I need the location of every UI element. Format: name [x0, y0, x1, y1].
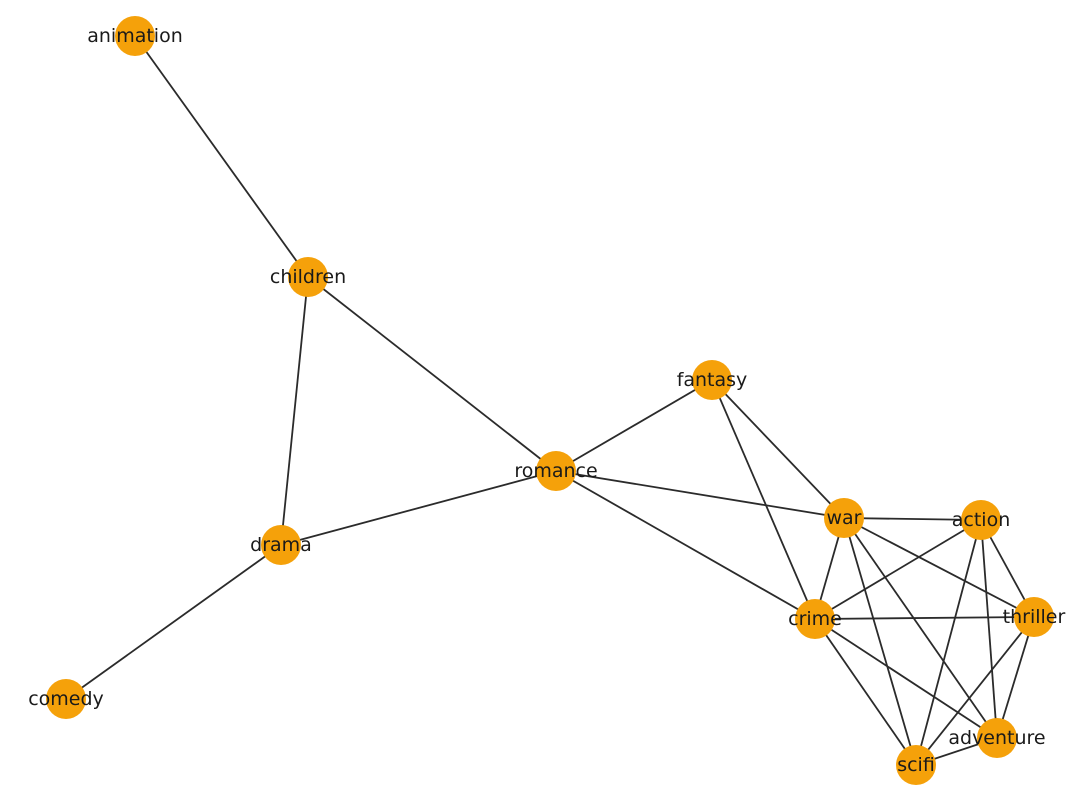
edge-action-scifi [915, 519, 982, 766]
node-action [961, 500, 1001, 540]
edge-war-scifi [843, 517, 917, 766]
node-label-fantasy: fantasy [677, 369, 748, 391]
edges-layer [65, 35, 1035, 766]
edge-war-adventure [843, 517, 998, 739]
node-thriller [1014, 597, 1054, 637]
node-label-children: children [270, 266, 346, 288]
edge-fantasy-crime [711, 379, 816, 620]
node-animation [115, 16, 155, 56]
edge-crime-thriller [814, 616, 1035, 620]
edge-children-drama [280, 276, 309, 546]
node-war [824, 498, 864, 538]
edge-thriller-scifi [915, 616, 1035, 766]
node-comedy [46, 679, 86, 719]
node-label-crime: crime [788, 608, 842, 630]
edge-drama-comedy [65, 544, 282, 700]
node-label-scifi: scifi [897, 754, 935, 776]
edge-fantasy-war [711, 379, 845, 519]
node-adventure [977, 718, 1017, 758]
labels-layer: animation children drama comedy romance fanta… [28, 25, 1065, 776]
edge-animation-children [134, 35, 309, 278]
edge-children-romance [307, 276, 557, 472]
node-label-romance: romance [514, 460, 597, 482]
edge-action-crime [814, 519, 982, 620]
edge-romance-war [555, 470, 845, 519]
node-label-thriller: thriller [1003, 606, 1066, 628]
nodes-layer [46, 16, 1054, 785]
edge-romance-crime [555, 470, 816, 620]
edge-thriller-adventure [996, 616, 1035, 739]
edge-drama-romance [280, 470, 557, 546]
node-label-animation: animation [87, 25, 183, 47]
edge-crime-scifi [814, 618, 917, 766]
edge-romance-fantasy [555, 379, 713, 472]
node-label-adventure: adventure [948, 727, 1045, 749]
edge-war-thriller [843, 517, 1035, 618]
node-label-action: action [952, 509, 1010, 531]
edge-war-action [843, 517, 982, 521]
node-fantasy [692, 360, 732, 400]
edge-action-adventure [980, 519, 998, 739]
node-scifi [896, 745, 936, 785]
node-label-comedy: comedy [28, 688, 104, 710]
node-romance [536, 451, 576, 491]
node-label-drama: drama [250, 534, 312, 556]
edge-crime-adventure [814, 618, 998, 739]
node-crime [795, 599, 835, 639]
node-drama [261, 525, 301, 565]
node-label-war: war [827, 507, 862, 529]
node-children [288, 257, 328, 297]
